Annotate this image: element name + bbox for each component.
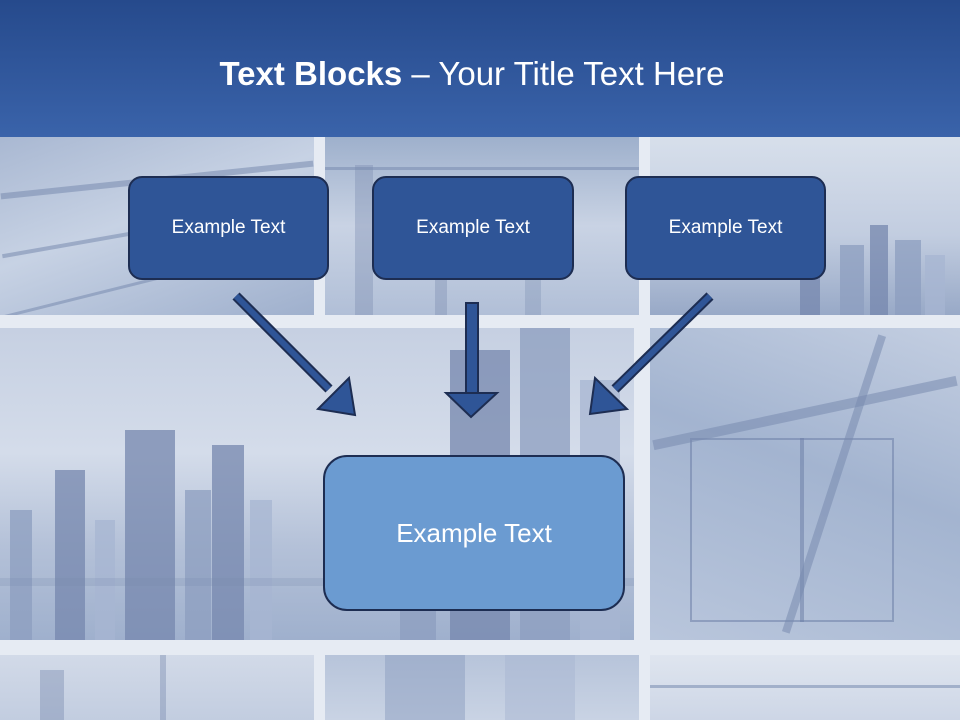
text-box-right: Example Text: [625, 176, 826, 280]
background-photo-corridor: [650, 655, 960, 720]
arrow-right-diagonal: [588, 292, 714, 416]
slide-title: Text Blocks – Your Title Text Here: [0, 54, 944, 94]
text-box-right-label: Example Text: [668, 217, 783, 238]
title-rest-part: – Your Title Text Here: [402, 55, 725, 92]
text-box-main: Example Text: [323, 455, 625, 611]
background-photo-atrium: [650, 328, 960, 640]
background-photo-figure: [0, 655, 314, 720]
text-box-main-label: Example Text: [396, 517, 552, 548]
arrow-left-diagonal: [232, 292, 357, 417]
arrow-center-down: [443, 302, 500, 419]
text-box-center: Example Text: [372, 176, 574, 280]
text-box-center-label: Example Text: [416, 217, 530, 238]
background-photo-tower: [325, 655, 639, 720]
title-band: [0, 0, 960, 137]
text-box-left-label: Example Text: [171, 217, 286, 238]
title-bold-part: Text Blocks: [219, 55, 403, 92]
text-box-left: Example Text: [128, 176, 329, 280]
